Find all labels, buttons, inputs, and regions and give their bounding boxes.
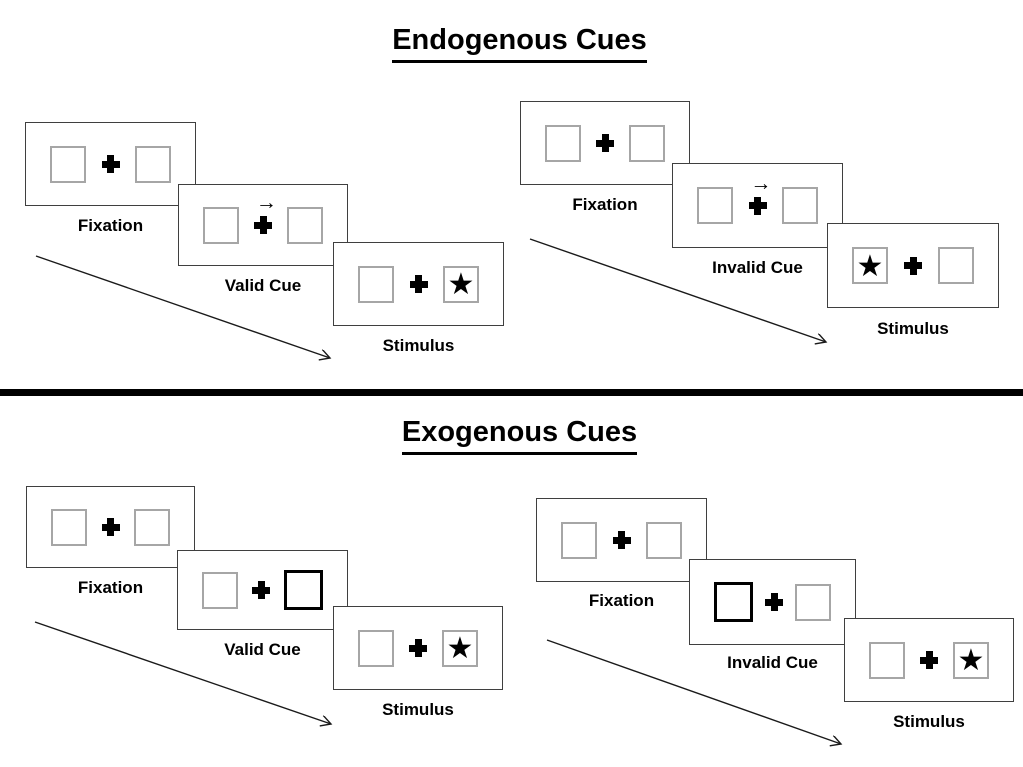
center-symbols: → [409, 275, 429, 293]
fixation-cross-icon [904, 256, 922, 275]
left-stimulus-box [203, 206, 239, 244]
right-stimulus-box [795, 583, 831, 621]
panel-label: Fixation [77, 216, 144, 235]
panel-label: Stimulus [877, 319, 949, 338]
sequence-arrow-endogenous-invalid [529, 238, 826, 342]
panel-label: Stimulus [382, 700, 454, 719]
left-stimulus-box [869, 641, 905, 679]
center-symbols: → [408, 639, 428, 657]
left-stimulus-box [50, 145, 86, 183]
center-symbols: → [903, 256, 923, 275]
fixation-cross-icon [596, 134, 614, 152]
panel-invalid-cue: → [689, 559, 856, 645]
fixation-cross-icon [920, 651, 938, 669]
left-stimulus-box [358, 265, 394, 303]
fixation-cross-icon [409, 275, 428, 293]
left-stimulus-box [561, 521, 597, 559]
right-stimulus-box [782, 187, 818, 224]
center-symbols: → [764, 593, 784, 611]
panel-label: Invalid Cue [712, 258, 803, 277]
panel-fixation: → [25, 122, 196, 206]
section-title-exogenous: Exogenous Cues [8, 416, 1023, 455]
right-stimulus-box: ★ [953, 641, 989, 679]
panel-label: Valid Cue [224, 640, 301, 659]
right-stimulus-box [284, 570, 323, 610]
panel-label: Stimulus [382, 336, 455, 355]
panel-stimulus: → ★ [333, 242, 504, 326]
panel-fixation: → [520, 101, 690, 185]
center-symbols: → [612, 531, 632, 549]
center-symbols: → [101, 155, 121, 173]
right-stimulus-box [287, 206, 323, 244]
sequence-arrow-exogenous-valid [34, 621, 331, 724]
fixation-cross-icon [101, 518, 120, 536]
fixation-cross-icon [254, 216, 272, 234]
section-title-text: Endogenous Cues [392, 24, 647, 63]
right-stimulus-box [646, 521, 682, 559]
panel-label: Fixation [588, 591, 655, 610]
right-stimulus-box [938, 247, 974, 284]
section-divider [0, 389, 1023, 396]
panel-label: Stimulus [893, 712, 965, 731]
panel-fixation: → [26, 486, 195, 568]
panel-invalid-cue: → [672, 163, 843, 248]
panel-stimulus: → ★ [844, 618, 1014, 702]
fixation-cross-icon [612, 531, 631, 549]
panel-stimulus: ★ → [827, 223, 999, 308]
left-stimulus-box [714, 582, 753, 622]
left-stimulus-box [51, 508, 87, 546]
center-symbols: → [251, 581, 271, 599]
right-stimulus-box [629, 124, 665, 162]
fixation-cross-icon [101, 155, 120, 173]
right-stimulus-box: ★ [443, 265, 479, 303]
panel-label: Fixation [572, 195, 638, 214]
center-symbols: → [595, 134, 615, 152]
panel-label: Valid Cue [224, 276, 302, 295]
left-stimulus-box [358, 629, 394, 667]
sequence-arrow-endogenous-valid [35, 255, 330, 358]
left-stimulus-box [697, 187, 733, 224]
cue-arrow-icon: → [255, 191, 277, 214]
left-stimulus-box: ★ [852, 247, 888, 284]
section-title-text: Exogenous Cues [401, 416, 638, 455]
panel-label: Invalid Cue [727, 653, 818, 672]
right-stimulus-box: ★ [442, 629, 478, 667]
panel-valid-cue: → [177, 550, 348, 630]
panel-stimulus: → ★ [333, 606, 503, 690]
left-stimulus-box [545, 124, 581, 162]
fixation-cross-icon [409, 639, 427, 657]
left-stimulus-box [202, 571, 238, 609]
center-symbols: → [253, 192, 277, 234]
panel-fixation: → [536, 498, 707, 582]
fixation-cross-icon [252, 581, 270, 599]
section-title-endogenous: Endogenous Cues [8, 24, 1023, 63]
cue-arrow-icon: → [750, 171, 772, 195]
panel-valid-cue: → [178, 184, 348, 266]
center-symbols: → [101, 518, 121, 536]
center-symbols: → [748, 173, 771, 215]
panel-label: Fixation [77, 578, 144, 597]
right-stimulus-box [134, 508, 170, 546]
fixation-cross-icon [748, 196, 767, 215]
right-stimulus-box [135, 145, 171, 183]
center-symbols: → [919, 651, 939, 669]
fixation-cross-icon [765, 593, 783, 611]
